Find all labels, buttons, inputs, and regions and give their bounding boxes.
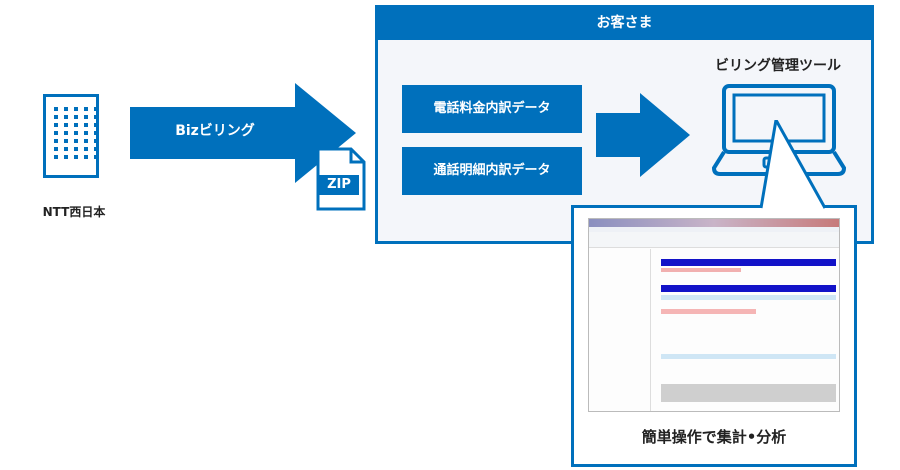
customer-title: お客さま — [378, 8, 871, 40]
billing-tool-screenshot — [588, 218, 840, 412]
provider-label: NTT西日本 — [42, 205, 106, 219]
data-item-call-charges: 電話料金内訳データ — [402, 85, 582, 133]
transfer-arrow — [130, 83, 356, 183]
transfer-label: Bizビリング — [175, 123, 255, 139]
tool-label: ビリング管理ツール — [715, 58, 841, 74]
zip-badge: ZIP — [319, 175, 359, 195]
callout-pointer — [759, 120, 827, 209]
callout-caption: 簡単操作で集計•分析 — [641, 428, 787, 446]
building-icon — [43, 94, 99, 178]
import-arrow — [596, 93, 690, 177]
callout-panel: 簡単操作で集計•分析 — [571, 205, 857, 467]
data-item-call-details: 通話明細内訳データ — [402, 147, 582, 195]
